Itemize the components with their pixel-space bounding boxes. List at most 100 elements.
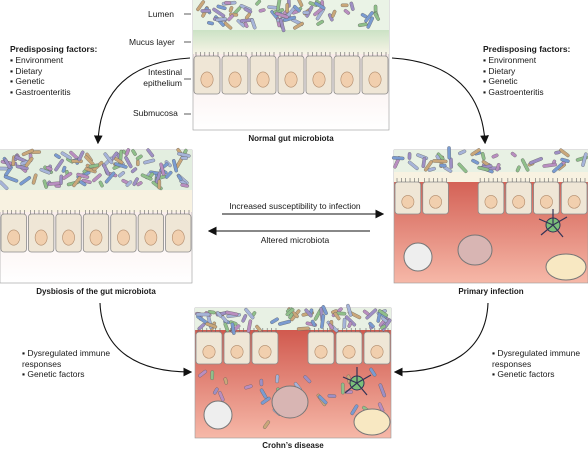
plasma-cell-shape [545,253,587,281]
bacterium [495,163,501,172]
bacterium [244,12,251,20]
bacterium [457,162,468,174]
infected-cell-shape [271,385,309,419]
bacterium [275,374,280,384]
bacterium [243,7,253,14]
bacterium [270,317,279,325]
epithelium-crohns [195,328,391,365]
bacterium [260,396,271,405]
bacterium [92,173,102,183]
cell-nucleus [368,71,382,88]
bacterium [310,319,317,327]
bacterium [560,157,570,163]
bacterium [24,156,34,168]
bacterium [391,156,405,161]
cell-nucleus [567,195,581,209]
bacterium [104,171,116,184]
bacterium [98,180,104,188]
epithelium-primary [394,178,588,215]
predisposing-right-title: Predisposing factors: [483,44,571,54]
bacterium [380,324,387,330]
bacterium [510,151,517,158]
flow-arrows [93,57,489,377]
immune-item-genetic: Genetic factors [492,369,584,380]
arrow-primary-to-crohns [393,302,489,377]
bacterium [515,165,521,173]
immune-item-dysregulated: Dysregulated immune responses [22,348,142,369]
cell-nucleus [171,229,185,246]
bacterium [321,305,328,316]
bacterium [103,152,114,165]
bacterium [471,158,480,165]
caption-normal: Normal gut microbiota [248,134,334,143]
bacterium [283,15,297,22]
bacterium [77,150,85,162]
factor-environment: Environment [483,55,570,66]
immune-item-dysregulated: Dysregulated immune responses [492,348,584,369]
bacterium [200,9,211,13]
bacterium [296,326,310,331]
bacterium [470,148,481,157]
cell-nucleus [230,345,244,359]
bacterium [255,0,262,6]
bacterium [164,170,173,179]
bacterium [218,391,225,402]
cell-nucleus [200,71,214,88]
bacterium [225,310,239,317]
bacteria-normal [196,0,380,33]
cell-nucleus [117,229,130,246]
immune-item-genetic: Genetic factors [22,369,142,380]
layer-ticks [184,13,191,115]
bacterium [317,395,328,405]
bacterium [143,158,156,165]
bacterium [246,319,253,333]
bacterium [198,369,207,378]
macrophage-shape [403,242,433,272]
bacterium [88,163,100,169]
label-epithelium-line2: epithelium [143,78,182,88]
bacterium [130,167,138,174]
bacterium [314,1,326,10]
bacterium [267,5,278,10]
bacterium [124,148,131,157]
label-altered-microbiota: Altered microbiota [260,235,330,245]
bacterium [458,149,467,156]
bacterium [365,308,378,320]
bacterium [491,153,499,159]
label-increased-susceptibility: Increased susceptibility to infection [229,201,361,211]
bacterium [172,159,178,173]
bacterium [19,176,32,186]
cell-nucleus [34,229,48,246]
bacterium [369,367,377,377]
cell-nucleus [228,71,242,88]
label-mucus-layer: Mucus layer [129,37,175,47]
panel-normal [192,0,390,131]
bacterium [421,156,427,168]
predisposing-right: Predisposing factors: Environment Dietar… [483,44,570,97]
bacterium [131,149,137,156]
bacterium [54,153,61,159]
bacterium [378,383,387,398]
bacterium [180,183,190,188]
cell-nucleus [484,195,498,209]
bacterium [276,0,282,12]
bacterium [227,14,234,22]
bacterium [216,311,223,318]
bacterium [362,309,370,316]
factor-environment: Environment [10,55,97,66]
bacterium [278,319,292,326]
bacterium [230,322,236,335]
panel-primary-infection [391,146,588,284]
bacterium [223,377,229,385]
bacterium [328,323,334,330]
bacterium [364,11,374,23]
cell-nucleus [429,195,442,209]
bacterium [477,165,490,172]
caption-primary-infection: Primary infection [458,287,524,296]
bacterium [195,312,211,317]
cell-nucleus [256,71,270,88]
bacterium [304,308,313,318]
bacterium [207,21,214,26]
bacterium [210,370,215,381]
bacterium [216,4,227,11]
